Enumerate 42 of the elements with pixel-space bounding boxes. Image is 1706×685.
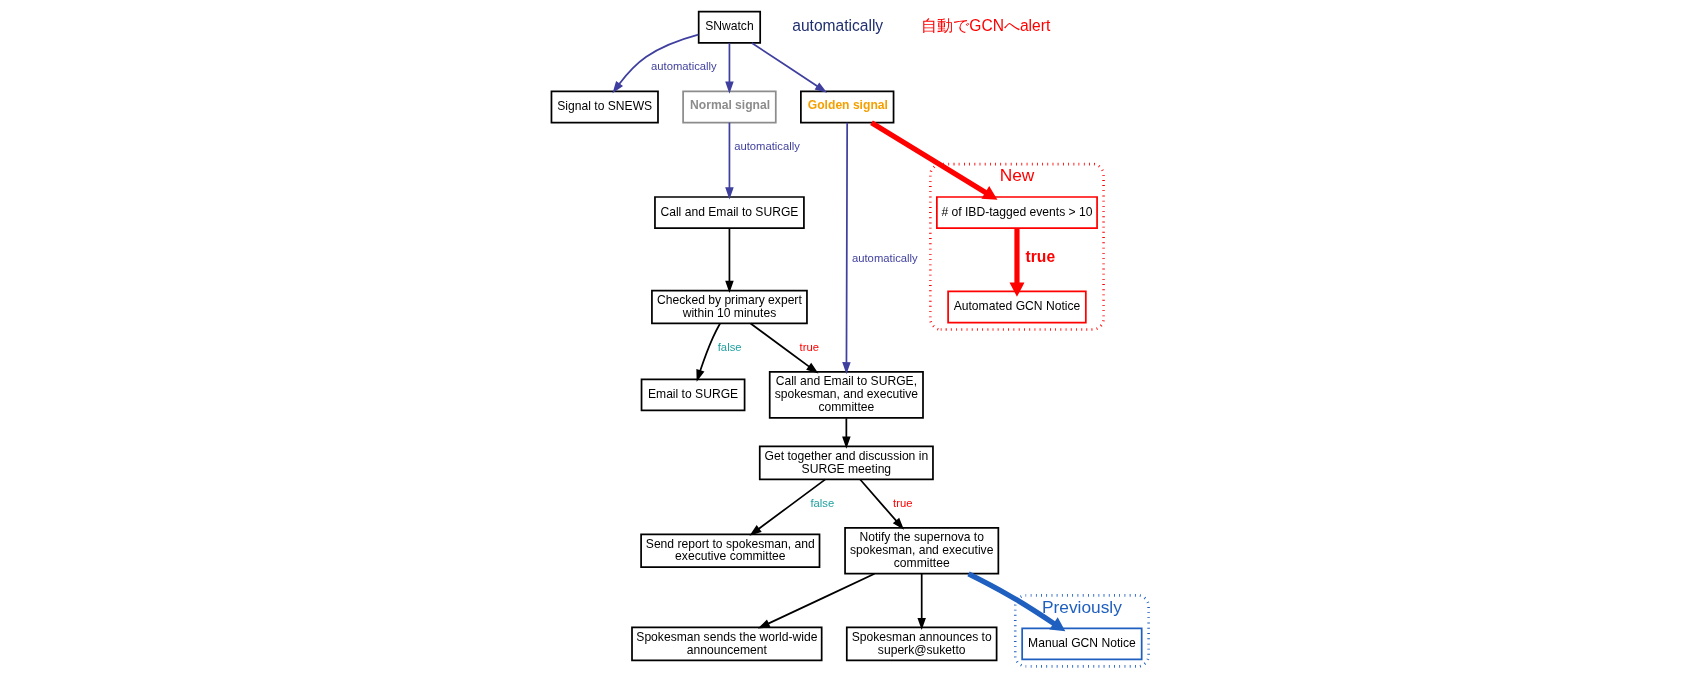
edge-label: automatically [733, 139, 800, 152]
arrow [749, 322, 818, 374]
node-box: Call and Email to SURGE [653, 196, 805, 230]
edge-label: automatically [851, 252, 918, 265]
node-box: Notify the supernova to spokesman, and executive committee [843, 526, 999, 575]
arrow [695, 322, 721, 382]
arrow [841, 121, 851, 375]
node-box: Spokesman announces to superk@suketto [845, 626, 997, 662]
node-box: Automated GCN Notice [946, 290, 1087, 324]
arrow [869, 120, 997, 200]
arrow [750, 42, 827, 93]
node-box: Call and Email to SURGE, spokesman, and executive committee [768, 371, 924, 419]
edge-label: true [1025, 248, 1055, 266]
node-box: Normal signal [681, 90, 777, 124]
edge-label: true [799, 340, 819, 353]
node-box: Checked by primary expert within 10 minutes [650, 289, 808, 325]
arrow [858, 478, 904, 530]
node-box: Get together and discussion in SURGE meeting [758, 445, 934, 481]
node-box: Golden signal [799, 90, 894, 124]
arrow [748, 478, 826, 536]
node-box: Spokesman sends the world-wide announcement [630, 626, 823, 662]
arrow [611, 33, 699, 94]
node-box: SNwatch [697, 10, 761, 44]
node-box: Send report to spokesman, and executive committee [639, 533, 820, 569]
edge-label: false [809, 496, 834, 509]
edge-label: automatically [650, 60, 717, 73]
node-box: Email to SURGE [640, 378, 745, 412]
node-box: # of IBD-tagged events > 10 [935, 196, 1098, 230]
edge-label: false [717, 340, 742, 353]
arrow [916, 572, 926, 631]
label: 自動でGCNへalert [920, 17, 1050, 35]
node-box: Signal to SNEWS [550, 90, 659, 124]
arrow [724, 227, 734, 293]
arrow [1009, 228, 1024, 297]
label: automatically [791, 17, 883, 35]
node-box: Manual GCN Notice [1020, 627, 1143, 661]
arrow [724, 42, 734, 94]
arrow [966, 571, 1065, 632]
edge-label: true [892, 496, 913, 509]
arrow [724, 121, 734, 200]
arrow [841, 417, 851, 449]
arrow [757, 572, 875, 629]
